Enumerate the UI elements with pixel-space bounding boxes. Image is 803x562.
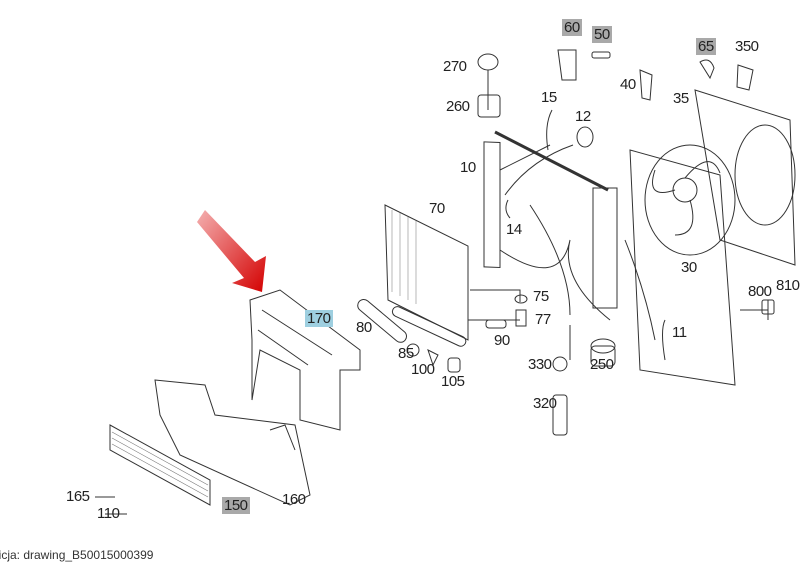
part-label-14: 14 xyxy=(506,221,522,238)
part-label-15: 15 xyxy=(541,89,557,106)
part-label-70: 70 xyxy=(429,200,445,217)
part-label-105: 105 xyxy=(441,373,465,390)
part-label-170: 170 xyxy=(305,310,333,327)
part-label-270: 270 xyxy=(443,58,467,75)
drawing-caption: licja: drawing_B50015000399 xyxy=(0,548,154,562)
small-parts xyxy=(406,49,775,436)
red-pointer-arrow xyxy=(197,210,266,292)
part-label-35: 35 xyxy=(673,90,689,107)
part-label-80: 80 xyxy=(356,319,372,336)
part-label-150: 150 xyxy=(222,497,250,514)
part-label-250: 250 xyxy=(590,356,614,373)
part-label-75: 75 xyxy=(533,288,549,305)
air-duct xyxy=(154,379,311,506)
part-label-10: 10 xyxy=(460,159,476,176)
part-label-100: 100 xyxy=(411,361,435,378)
front-carrier xyxy=(249,289,361,431)
part-label-320: 320 xyxy=(533,395,557,412)
part-label-260: 260 xyxy=(446,98,470,115)
part-label-350: 350 xyxy=(735,38,759,55)
fan-shroud xyxy=(629,89,796,386)
intercooler xyxy=(95,424,211,515)
radiator xyxy=(483,130,618,321)
part-label-12: 12 xyxy=(575,108,591,125)
part-label-11: 11 xyxy=(672,324,687,341)
part-label-40: 40 xyxy=(620,76,636,93)
part-label-165: 165 xyxy=(66,488,90,505)
part-label-110: 110 xyxy=(97,505,120,522)
part-label-800: 800 xyxy=(748,283,772,300)
part-label-85: 85 xyxy=(398,345,414,362)
part-label-50: 50 xyxy=(592,26,612,43)
part-label-810: 810 xyxy=(776,277,800,294)
part-label-77: 77 xyxy=(535,311,551,328)
condenser xyxy=(357,204,521,347)
part-label-30: 30 xyxy=(681,259,697,276)
part-label-90: 90 xyxy=(494,332,510,349)
part-label-60: 60 xyxy=(562,19,582,36)
part-label-160: 160 xyxy=(282,491,306,508)
part-label-330: 330 xyxy=(528,356,552,373)
part-label-65: 65 xyxy=(696,38,716,55)
